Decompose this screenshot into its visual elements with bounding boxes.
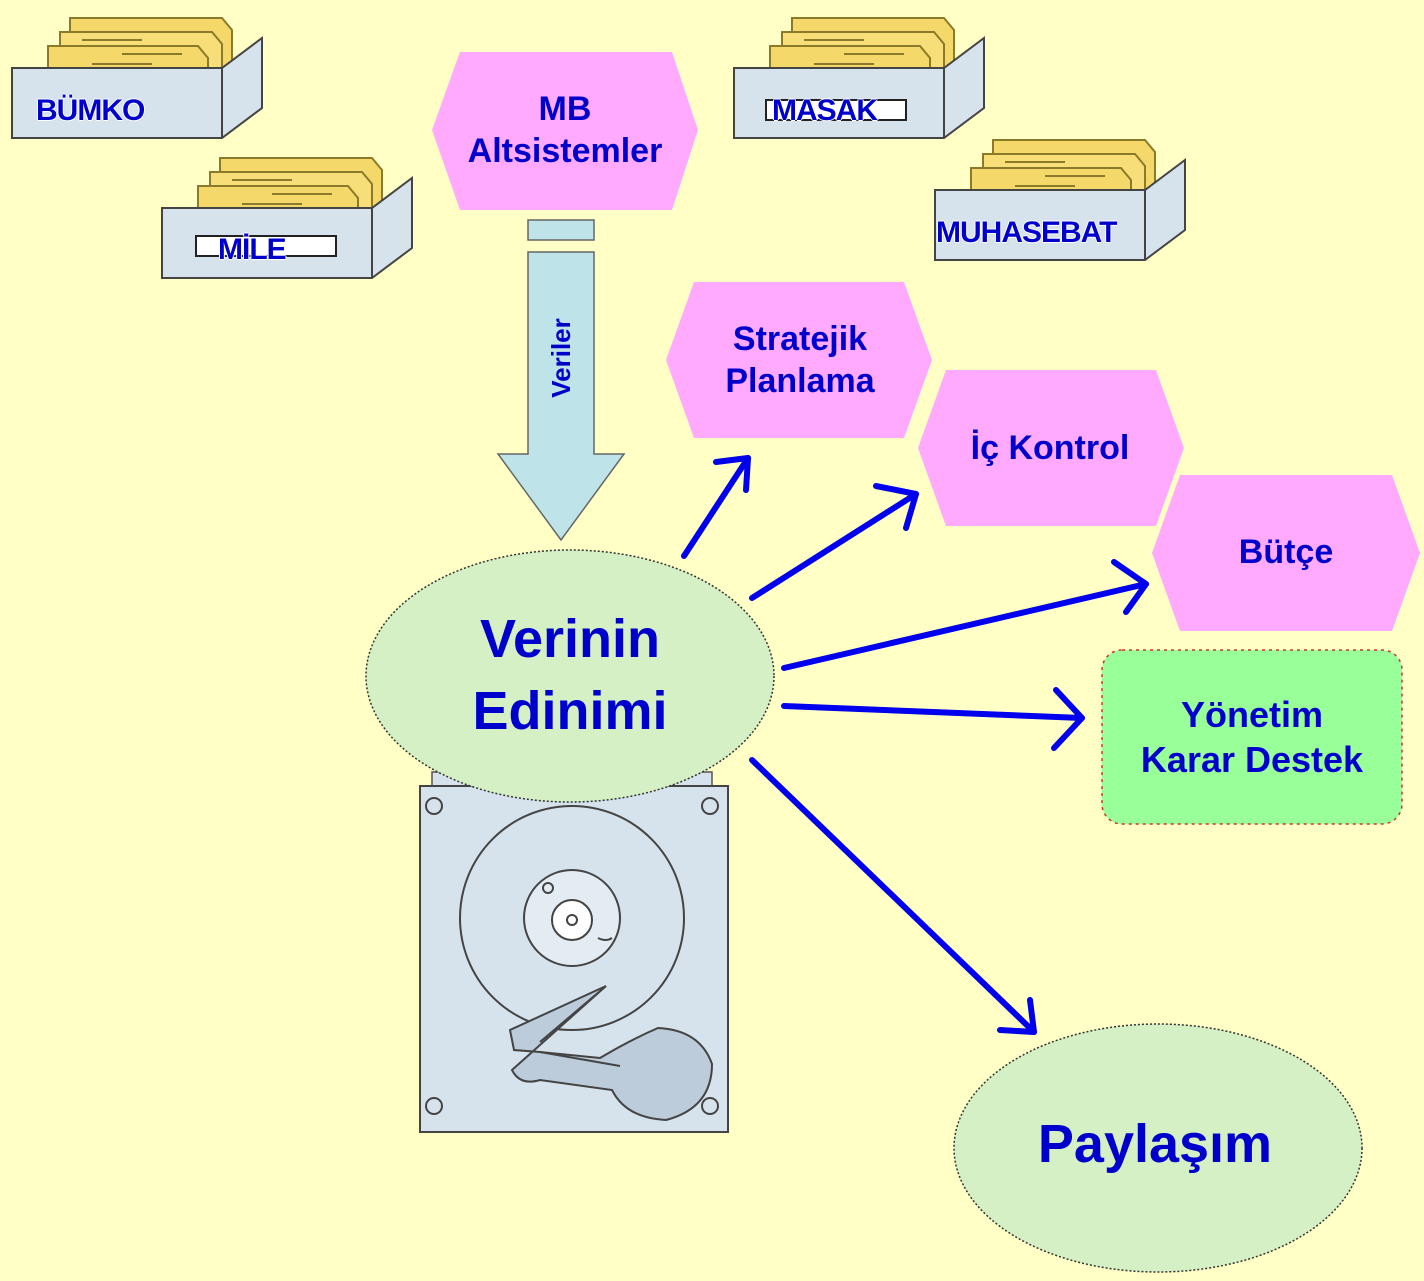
cabinet-mile-icon bbox=[161, 157, 413, 279]
arrow-to-yonetim bbox=[781, 687, 1085, 751]
paylasim-ellipse bbox=[953, 1023, 1363, 1273]
cabinet-label-muhasebat: MUHASEBAT bbox=[936, 216, 1117, 249]
arrow-to-butce bbox=[781, 559, 1149, 671]
verinin-ellipse bbox=[365, 549, 775, 803]
yonetim-label: Yönetim Karar Destek bbox=[1140, 694, 1364, 780]
arrow-to-ic-kontrol bbox=[749, 483, 919, 601]
mb-hexagon bbox=[432, 52, 698, 210]
butce-hexagon bbox=[1152, 475, 1420, 631]
hard-disk-icon bbox=[419, 771, 729, 1133]
ic-kontrol-hexagon bbox=[918, 370, 1184, 526]
cabinet-label-bumko: BÜMKO bbox=[36, 94, 145, 127]
down-arrow-icon bbox=[496, 219, 626, 542]
verinin-label: Verinin Edinimi bbox=[472, 609, 668, 741]
stratejik-label: Stratejik Planlama bbox=[725, 319, 875, 401]
arrow-to-stratejik bbox=[681, 455, 751, 559]
paylasim-label: Paylaşım bbox=[1037, 1114, 1273, 1175]
ic-kontrol-label: İç Kontrol bbox=[970, 428, 1130, 467]
cabinet-label-masak: MASAK bbox=[772, 94, 878, 127]
mb-label: MB Altsistemler bbox=[467, 89, 663, 171]
stratejik-hexagon bbox=[666, 282, 932, 438]
arrow-to-paylasim bbox=[749, 757, 1037, 1035]
yonetim-box bbox=[1101, 649, 1403, 825]
cabinet-label-mile: MİLE bbox=[218, 233, 287, 266]
butce-label: Bütçe bbox=[1238, 532, 1334, 571]
veriler-label: Veriler bbox=[545, 318, 576, 398]
